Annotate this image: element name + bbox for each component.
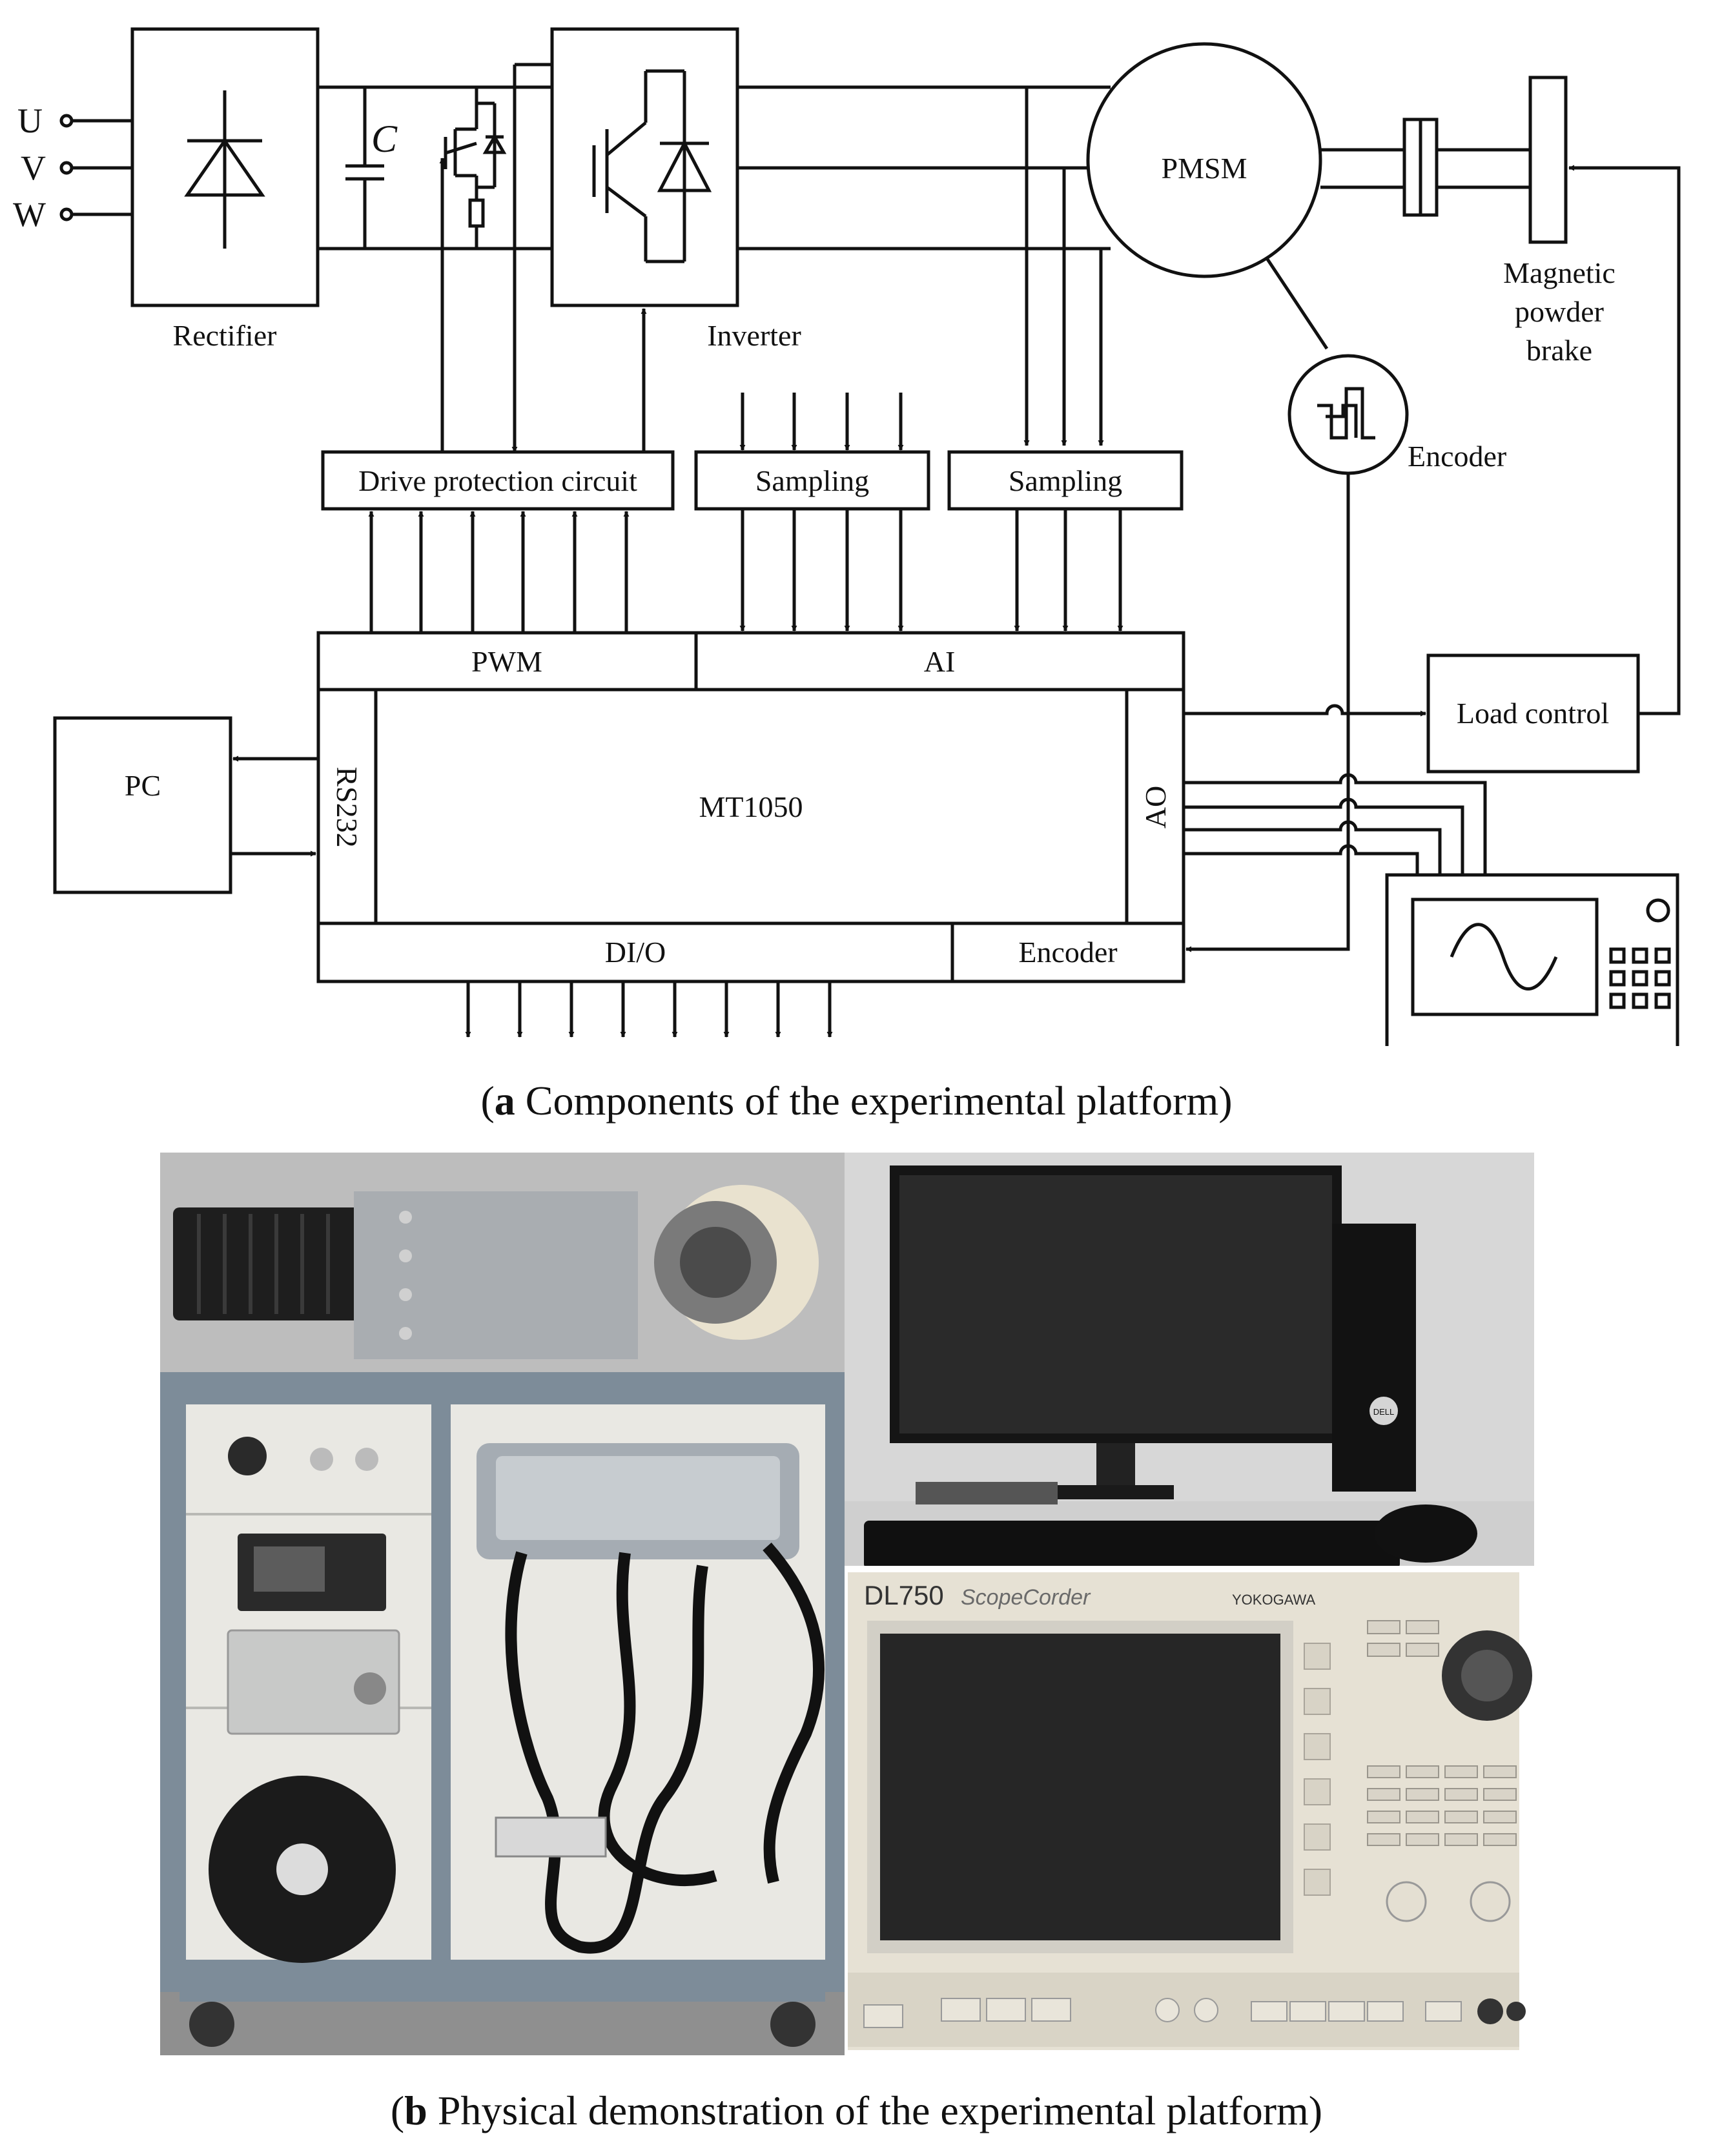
mt1050-controller	[316, 631, 1185, 983]
dl750-scopecorder-photo: DL750 ScopeCorder YOKOGAWA	[845, 1566, 1534, 2055]
controller-encoder-label: Encoder	[1018, 936, 1117, 969]
brake-chopper-switch	[444, 87, 507, 249]
oscilloscope-icon	[1385, 873, 1679, 1046]
scope-maker-text: YOKOGAWA	[1232, 1592, 1315, 1608]
sampling-1-inputs	[739, 393, 904, 451]
drive-protection-label: Drive protection circuit	[358, 464, 637, 497]
pulse-icon	[1317, 387, 1375, 440]
brake-label-line1: Magnetic	[1503, 256, 1616, 289]
caption-a-letter: a	[494, 1078, 515, 1124]
experimental-platform-block-diagram: U V W C Rectifier Inverter PMSM Magnetic…	[13, 27, 1681, 1046]
ao-label: AO	[1139, 786, 1172, 828]
sampling-block-1	[694, 450, 930, 511]
inverter-block	[550, 27, 739, 307]
input-u-label: U	[17, 101, 43, 140]
caption-b-letter: b	[404, 2088, 427, 2133]
load-control-label: Load control	[1457, 697, 1609, 730]
servo-motor-photo	[173, 1185, 819, 1359]
input-v-label: V	[21, 149, 46, 187]
pmsm-motor	[1086, 42, 1322, 278]
pc-label: PC	[125, 769, 161, 802]
rectifier-label: Rectifier	[173, 319, 277, 352]
ao-outputs	[1184, 773, 1487, 875]
pc-block	[53, 716, 232, 894]
magnetic-powder-brake	[1528, 76, 1568, 244]
pwm-label: PWM	[471, 645, 542, 678]
caption-a: (a Components of the experimental platfo…	[480, 1078, 1233, 1124]
pmsm-label: PMSM	[1162, 152, 1247, 185]
caption-b-text: Physical demonstration of the experiment…	[427, 2088, 1309, 2133]
platform-photo: DELL DL750 ScopeCorder YOKOGAWA	[160, 1153, 1534, 2055]
dio-outputs	[465, 981, 833, 1038]
rectifier-block	[130, 27, 320, 307]
caption-b: (b Physical demonstration of the experim…	[390, 2088, 1323, 2133]
diode-icon	[184, 90, 265, 249]
input-w-label: W	[13, 195, 46, 234]
ai-label: AI	[924, 645, 956, 678]
pc-brand-text: DELL	[1373, 1407, 1395, 1417]
control-cabinet-photo	[160, 1372, 845, 2047]
desktop-pc-photo: DELL	[845, 1153, 1534, 1569]
igbt-icon	[592, 69, 712, 263]
rs232-label: RS232	[331, 766, 364, 847]
motor-phase-lines	[737, 85, 1111, 446]
shaft-coupling	[1320, 118, 1530, 217]
scope-model-text: DL750	[864, 1580, 944, 1610]
sampling-1-label: Sampling	[755, 464, 869, 497]
capacitor-label: C	[371, 118, 398, 160]
caption-a-text: Components of the experimental platform	[515, 1078, 1219, 1124]
sampling-to-ai-arrows	[739, 509, 1123, 631]
brake-label-line3: brake	[1526, 334, 1592, 367]
mt1050-label: MT1050	[699, 790, 803, 823]
pwm-to-driver-arrows	[368, 511, 630, 633]
scope-series-text: ScopeCorder	[961, 1585, 1091, 1610]
encoder-sensor-label: Encoder	[1408, 440, 1506, 473]
dc-bus	[318, 85, 552, 251]
dio-label: DI/O	[605, 936, 666, 969]
inverter-label: Inverter	[707, 319, 801, 352]
sampling-2-label: Sampling	[1009, 464, 1122, 497]
brake-label-line2: powder	[1515, 295, 1604, 328]
encoder-sensor	[1287, 354, 1409, 475]
drive-protection-circuit	[321, 450, 675, 511]
three-phase-input	[59, 114, 132, 221]
